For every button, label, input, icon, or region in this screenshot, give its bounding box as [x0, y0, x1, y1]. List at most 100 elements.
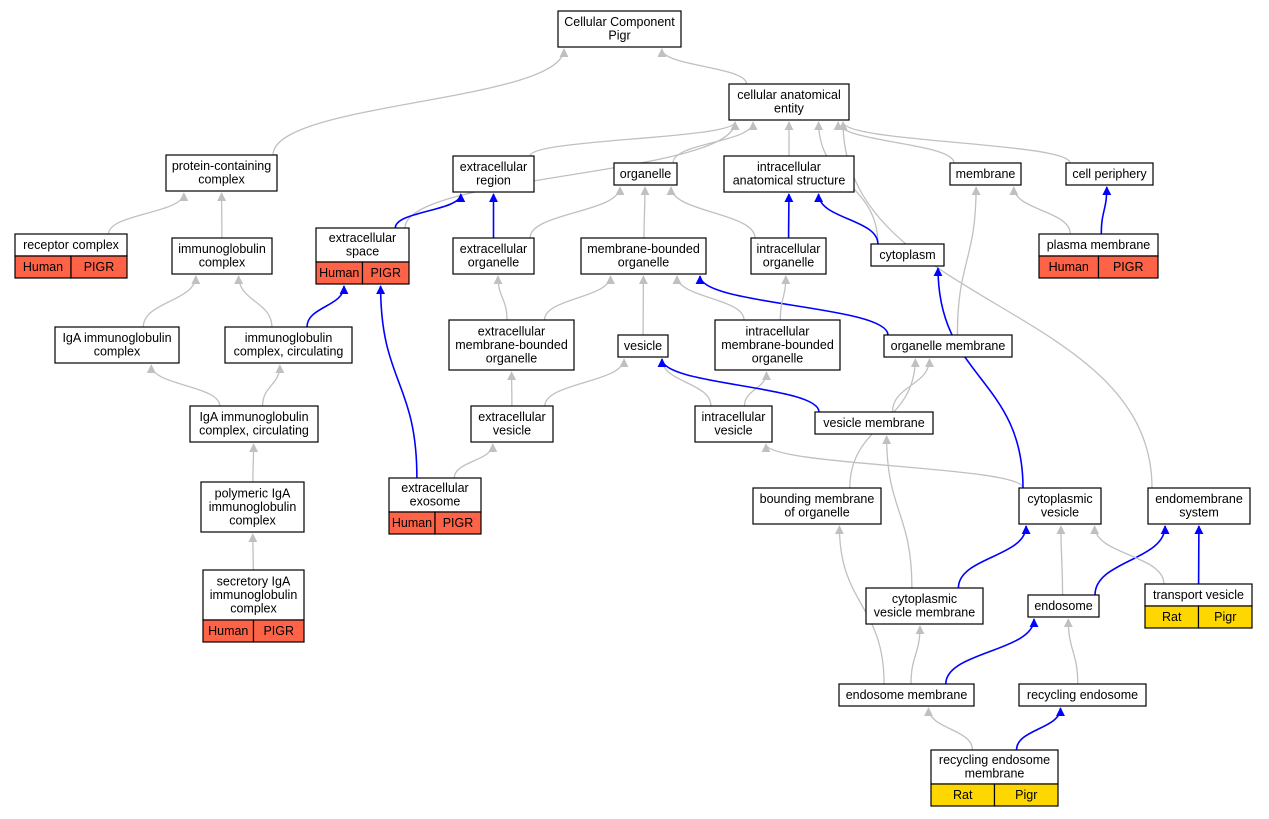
edge-layer — [107, 48, 1204, 751]
node-box — [452, 237, 535, 275]
edge-cvm-to-vm — [882, 435, 913, 589]
node-box — [930, 749, 1059, 785]
node-label-line: extracellular — [329, 231, 396, 245]
node-label-line: extracellular — [478, 324, 545, 338]
edge-om-to-mbo — [695, 275, 889, 336]
edge-igacc-to-igac — [146, 364, 221, 407]
edge-igcc-to-igc — [234, 275, 273, 328]
node-em[interactable]: endosome membrane — [838, 683, 975, 707]
node-box — [728, 83, 850, 121]
edge-embo-to-eco — [493, 275, 508, 321]
edge-pcc-to-root — [272, 48, 569, 156]
node-label-line: immunoglobulin — [210, 588, 298, 602]
edge-endo-to-ems — [1094, 525, 1170, 596]
node-box — [165, 154, 278, 192]
node-label-line: receptor complex — [23, 238, 120, 252]
annotation-label: Rat — [1162, 610, 1182, 624]
node-box — [883, 334, 1013, 358]
annotation-cell — [1097, 255, 1159, 279]
node-label-line: intracellular — [702, 410, 766, 424]
node-label-line: endomembrane — [1155, 492, 1243, 506]
edge-ecv-to-ves — [544, 358, 629, 407]
node-label-line: entity — [774, 102, 805, 116]
edge-rc-to-pcc — [107, 192, 189, 235]
node-label-line: cytoplasmic — [892, 592, 957, 606]
node-label-line: Cellular Component — [564, 15, 675, 29]
edge-cv-to-icv — [761, 443, 1024, 489]
node-label-line: extracellular — [460, 160, 527, 174]
node-cper[interactable]: cell periphery — [1065, 162, 1154, 186]
node-box — [452, 155, 535, 193]
node-om[interactable]: organelle membrane — [883, 334, 1013, 358]
annotation-cell — [70, 255, 128, 279]
node-label-line: organelle — [620, 167, 671, 181]
edge-cvm-to-cv — [957, 525, 1031, 589]
node-box — [714, 319, 841, 371]
node-label-line: vesicle membrane — [823, 416, 924, 430]
edge-piga-to-igacc — [249, 443, 259, 483]
node-endo[interactable]: endosome — [1027, 594, 1100, 618]
node-vm[interactable]: vesicle membrane — [814, 411, 934, 435]
node-mem[interactable]: membrane — [949, 162, 1022, 186]
node-ves[interactable]: vesicle — [617, 334, 669, 358]
node-label-line: exosome — [410, 495, 461, 509]
node-org[interactable]: organelle — [613, 162, 678, 186]
node-label-line: endosome — [1034, 599, 1092, 613]
edge-embo-to-mbo — [543, 275, 615, 321]
node-box — [470, 405, 554, 443]
node-label-line: recycling endosome — [939, 753, 1050, 767]
edge-icv-to-ves — [657, 358, 712, 407]
annotation-label: Human — [23, 260, 63, 274]
node-box — [723, 155, 855, 193]
node-box — [752, 487, 882, 525]
edge-igcc-to-ecs — [306, 285, 349, 328]
node-cyt[interactable]: cytoplasm — [870, 243, 945, 267]
edge-vm-to-ves — [657, 358, 820, 413]
node-label-line: organelle — [763, 256, 814, 270]
node-box — [865, 587, 984, 625]
node-box — [315, 227, 410, 263]
node-label-line: vesicle — [1041, 506, 1079, 520]
edge-om-to-mem — [956, 186, 981, 336]
annotation-cell — [1197, 605, 1253, 629]
node-box — [1065, 162, 1154, 186]
node-label-line: intracellular — [746, 324, 810, 338]
node-label-line: membrane-bounded — [455, 338, 568, 352]
node-label-line: anatomical structure — [733, 174, 846, 188]
node-label-line: vesicle — [624, 339, 662, 353]
node-label-line: membrane-bounded — [721, 338, 834, 352]
edge-imbo-to-ico — [779, 275, 791, 321]
node-re[interactable]: recycling endosome — [1018, 683, 1147, 707]
node-label-line: complex, circulating — [234, 345, 344, 359]
node-box — [448, 319, 575, 371]
